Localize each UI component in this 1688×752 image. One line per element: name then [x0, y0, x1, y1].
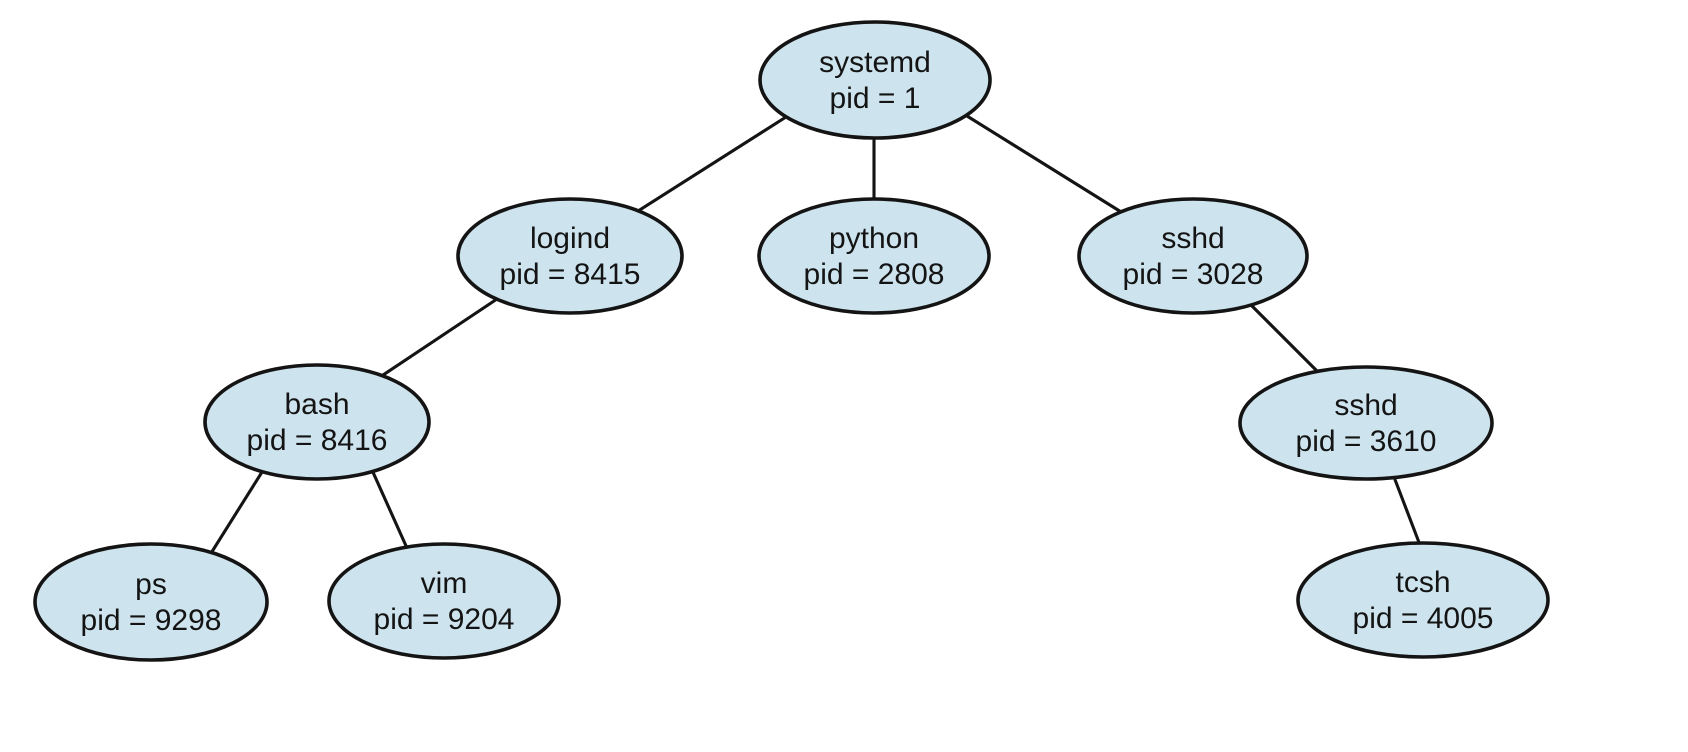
node-ellipse-sshd-3610 — [1238, 365, 1494, 481]
node-ellipse-logind — [456, 197, 684, 315]
edge-sshd-3028-to-sshd-3610 — [1247, 301, 1320, 374]
node-pid-sshd-3028: pid = 3028 — [1123, 258, 1264, 291]
edge-systemd-to-logind — [633, 115, 788, 215]
node-name-vim: vim — [421, 567, 468, 600]
edge-bash-to-vim — [370, 468, 413, 559]
node-pid-python: pid = 2808 — [804, 258, 945, 291]
node-name-ps: ps — [135, 568, 167, 601]
edge-logind-to-bash — [375, 295, 502, 381]
node-name-sshd-3028: sshd — [1161, 222, 1224, 255]
node-ellipse-sshd-3028 — [1077, 197, 1309, 315]
node-name-sshd-3610: sshd — [1334, 389, 1397, 422]
node-name-logind: logind — [530, 222, 610, 255]
node-pid-vim: pid = 9204 — [374, 603, 515, 636]
node-ellipse-vim — [327, 542, 561, 660]
node-ellipse-tcsh — [1296, 541, 1550, 659]
node-name-python: python — [829, 222, 919, 255]
node-ellipse-ps — [33, 542, 269, 662]
node-name-systemd: systemd — [819, 46, 931, 79]
node-name-bash: bash — [284, 388, 349, 421]
node-pid-tcsh: pid = 4005 — [1353, 602, 1494, 635]
node-pid-logind: pid = 8415 — [500, 258, 641, 291]
node-pid-ps: pid = 9298 — [81, 604, 222, 637]
edge-bash-to-ps — [206, 470, 264, 560]
edges-layer — [206, 114, 1422, 560]
node-ellipse-bash — [203, 363, 431, 481]
node-ellipse-systemd — [758, 20, 992, 140]
node-ellipse-python — [757, 197, 991, 315]
edge-systemd-to-sshd-3028 — [965, 114, 1128, 217]
node-pid-sshd-3610: pid = 3610 — [1296, 425, 1437, 458]
edge-sshd-3610-to-tcsh — [1392, 475, 1422, 547]
node-pid-systemd: pid = 1 — [830, 82, 921, 115]
node-pid-bash: pid = 8416 — [247, 424, 388, 457]
node-name-tcsh: tcsh — [1395, 566, 1450, 599]
